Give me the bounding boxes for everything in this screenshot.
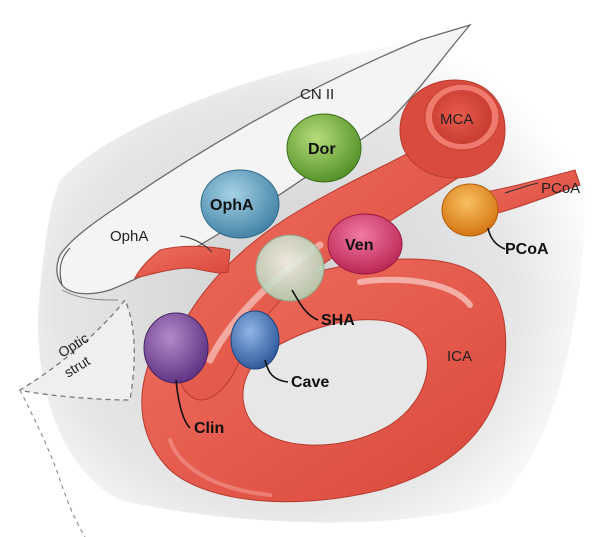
label-opha-aneurysm: OphA [210, 197, 254, 214]
mca-vessel [400, 80, 505, 178]
label-mca: MCA [440, 111, 473, 128]
label-clin: Clin [194, 420, 224, 437]
aneurysm-clin [144, 313, 208, 383]
label-cave: Cave [291, 374, 329, 391]
aneurysm-cave [231, 311, 279, 369]
aneurysm-sha [256, 235, 324, 301]
label-cn2: CN II [300, 86, 334, 103]
label-ven: Ven [345, 237, 373, 254]
label-sha: SHA [321, 312, 355, 329]
label-ica: ICA [447, 348, 472, 365]
aneurysm-pcoa [442, 184, 498, 236]
label-pcoa-aneurysm: PCoA [505, 241, 549, 258]
label-dor: Dor [308, 141, 336, 158]
label-pcoa-vessel: PCoA [541, 180, 580, 197]
label-opha-vessel: OphA [110, 228, 148, 245]
